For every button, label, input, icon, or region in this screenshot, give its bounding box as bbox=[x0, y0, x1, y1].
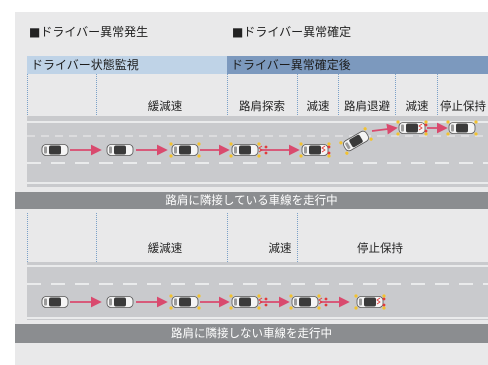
stage-label-stop-hold: 停止保持 bbox=[440, 99, 486, 113]
phase-confirmed-header: ドライバー異常確定後 bbox=[227, 56, 488, 74]
stage-label-shoulder-evacuate: 路肩退避 bbox=[344, 99, 390, 113]
vehicle-icon bbox=[231, 144, 259, 156]
road-not-adjacent-to-shoulder bbox=[27, 262, 488, 320]
vehicle-icon bbox=[106, 296, 134, 308]
vehicle-icon bbox=[448, 122, 476, 134]
vehicle-icon bbox=[106, 144, 134, 156]
phase-monitoring-header: ドライバー状態監視 bbox=[27, 56, 227, 74]
vehicle-icon bbox=[291, 296, 319, 308]
stage-label-shoulder-search: 路肩探索 bbox=[239, 99, 285, 113]
vehicle-icon bbox=[41, 296, 69, 308]
vehicle-icon bbox=[171, 296, 199, 308]
stage-label-decel: 減速 bbox=[405, 99, 429, 113]
stage-label-decel: 減速 bbox=[268, 241, 292, 255]
vehicle-icon bbox=[231, 296, 259, 308]
stage-label-slow-decel: 緩減速 bbox=[147, 99, 183, 113]
stage-label-decel: 減速 bbox=[306, 99, 330, 113]
caption-band-not-adjacent: 路肩に隣接しない車線を走行中 bbox=[15, 324, 488, 343]
vehicle-icon bbox=[41, 144, 69, 156]
stage-label-stop-hold: 停止保持 bbox=[357, 241, 403, 255]
vehicle-icon bbox=[171, 144, 199, 156]
legend-anomaly-confirmed: ■ドライバー異常確定 bbox=[232, 25, 352, 39]
caption-band-adjacent: 路肩に隣接している車線を走行中 bbox=[15, 192, 488, 209]
stage-label-slow-decel: 緩減速 bbox=[147, 241, 183, 255]
legend-anomaly-detected: ■ドライバー異常発生 bbox=[29, 25, 149, 39]
